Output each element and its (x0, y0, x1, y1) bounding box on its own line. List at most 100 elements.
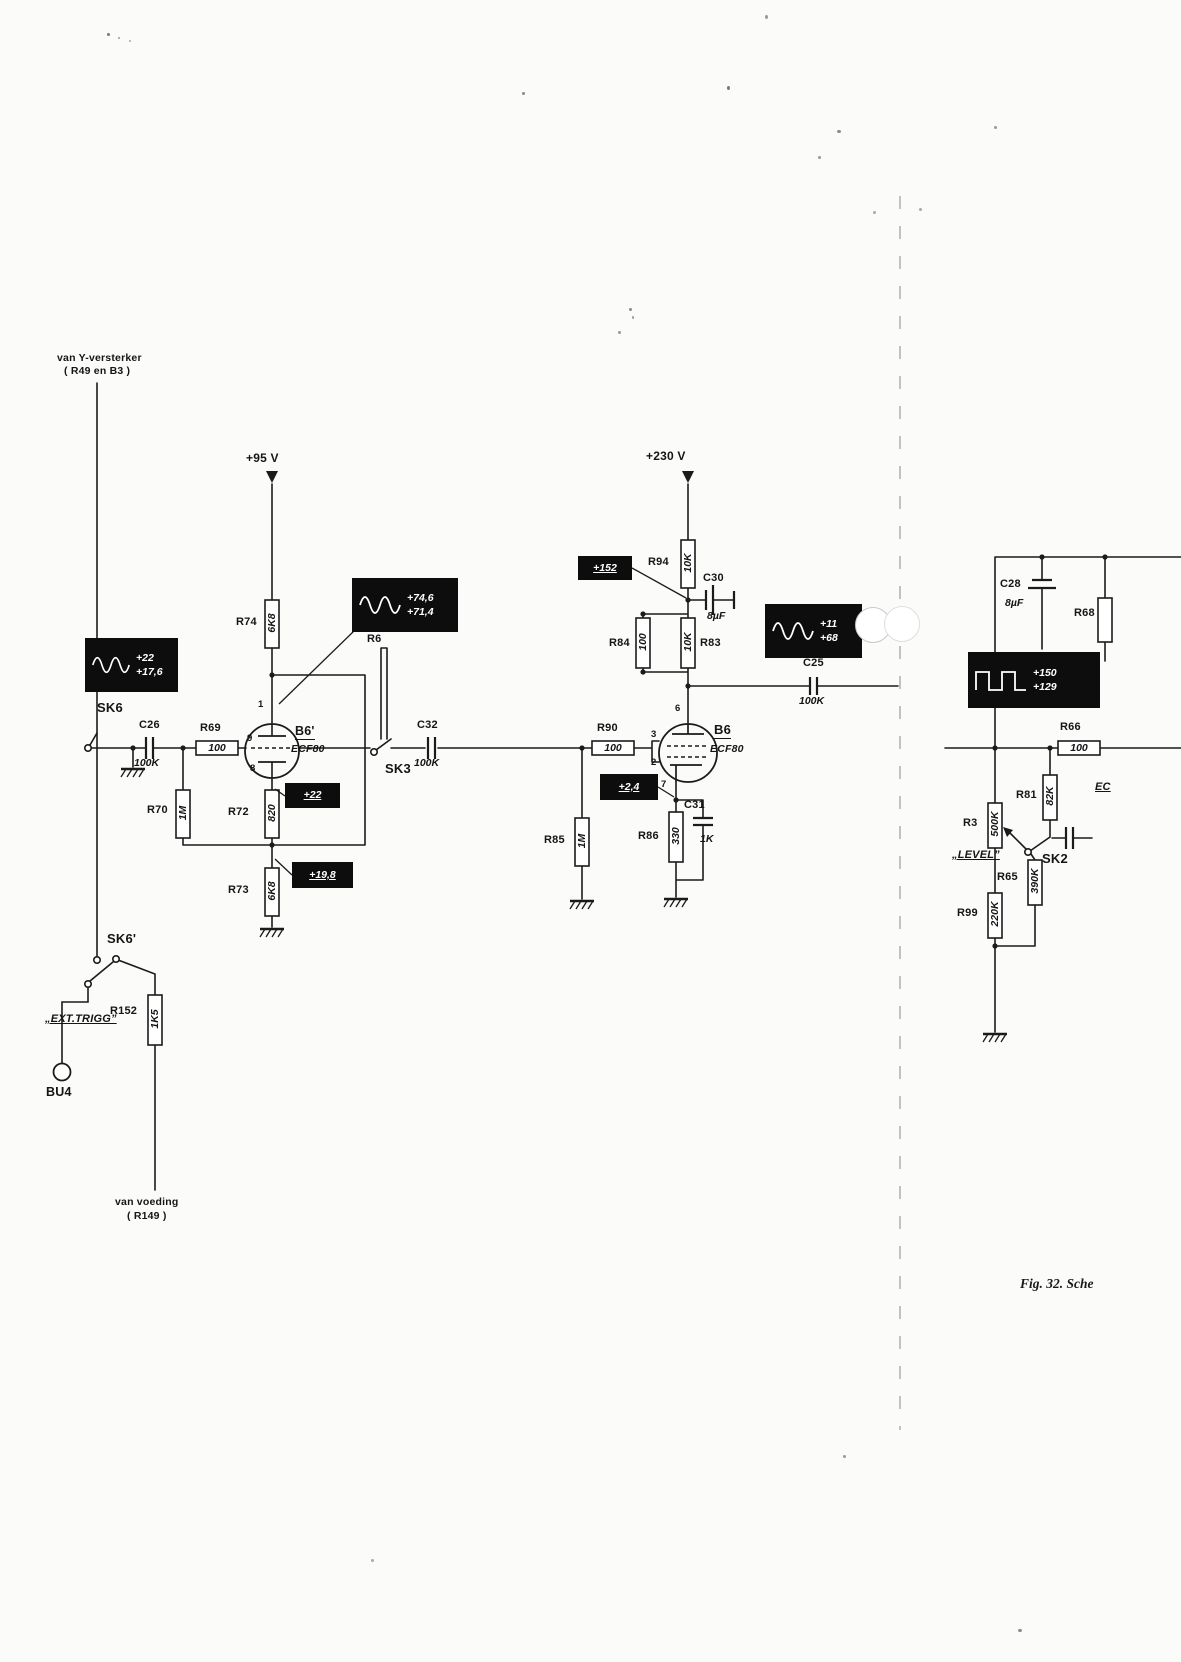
r65-ref: R65 (997, 871, 1018, 883)
wire-b6-cathode-rc (675, 781, 704, 898)
bu4-label: BU4 (46, 1085, 72, 1099)
c30-value: 8µF (707, 610, 726, 622)
capacitor-plates (144, 578, 1075, 849)
scan-speck (371, 1559, 374, 1562)
wire-main-middle (298, 740, 660, 763)
pin-1-label: 1 (258, 699, 264, 710)
c31-value: 1K (700, 833, 714, 845)
r85-ref: R85 (544, 834, 565, 846)
c26-value: 100K (134, 757, 160, 769)
r81-ref: R81 (1016, 789, 1037, 801)
tube-b6-right-grid (667, 745, 709, 758)
sk6p-contact-right (112, 954, 121, 963)
sk6-label: SK6 (97, 700, 123, 715)
resistor-r81 (1042, 774, 1058, 821)
resistor-r84 (635, 617, 651, 669)
square-wave-icon (975, 671, 1026, 691)
c30-capacitor (704, 585, 736, 615)
tube-b6-left-envelope (244, 723, 300, 779)
r85-value: 1M (576, 833, 588, 849)
scan-speck (632, 316, 634, 319)
pin-9-label: 9 (247, 733, 253, 744)
resistor-r73 (264, 867, 280, 917)
c28-value: 8µF (1005, 597, 1024, 609)
sk6-prime-label: SK6' (107, 931, 137, 946)
r84-value: 100 (637, 633, 649, 651)
ground-symbols (120, 767, 1007, 1043)
sk6p-pivot (84, 979, 93, 988)
resistor-r68 (1097, 597, 1113, 643)
waveform-box-anode-sine: +74,6 +71,4 (352, 578, 458, 632)
r65-value: 390K (1029, 868, 1041, 894)
resistor-r66 (1057, 740, 1101, 756)
r3-wiper-arrowhead (1003, 827, 1013, 837)
scan-speck (118, 37, 120, 39)
waveform-bottom-value: +71,4 (407, 605, 434, 618)
switch-terminals (52, 743, 1033, 1082)
c25-capacitor (808, 677, 819, 695)
waveform-top-value: +11 (820, 618, 838, 630)
waveform-top-value: +74,6 (407, 592, 434, 604)
r86-value: 330 (670, 827, 682, 845)
wire-r6-sk3 (375, 647, 392, 751)
r83-value: 10K (682, 632, 694, 652)
r90-ref: R90 (597, 722, 618, 734)
spot-voltage-22: +22 (285, 783, 340, 808)
scan-speck (919, 208, 922, 211)
junction-dots (130, 554, 1108, 949)
supply-arrows (266, 471, 1013, 837)
waveform-bottom-value: +68 (820, 631, 838, 644)
wire-c28-r68 (1041, 556, 1106, 662)
resistor-r94 (680, 539, 696, 589)
scan-speck (837, 130, 841, 133)
spot-voltage-152: +152 (578, 556, 632, 580)
pin-3-label: 3 (651, 729, 657, 740)
waveform-top-value: +150 (1033, 667, 1057, 679)
r3-value: 500K (989, 811, 1001, 837)
sk3-label: SK3 (385, 761, 411, 776)
wires (61, 382, 1181, 1191)
c30-ref: C30 (703, 572, 724, 584)
waveform-values: +11 +68 (820, 619, 838, 643)
wire-r65 (994, 853, 1036, 947)
resistor-bodies (147, 539, 1113, 1046)
sk6p-contact-upper (93, 955, 102, 964)
resistor-r152 (147, 994, 163, 1046)
scan-speck (629, 308, 632, 311)
r73-value: 6K8 (266, 881, 278, 901)
r81-value: 82K (1044, 786, 1056, 806)
sk2-pivot (1024, 847, 1033, 856)
r66-ref: R66 (1060, 721, 1081, 733)
c25-value: 100K (799, 695, 825, 707)
c32-ref: C32 (417, 719, 438, 731)
r74-value: 6K8 (266, 613, 278, 633)
waveform-bottom-value: +129 (1033, 680, 1057, 693)
r3-ref: R3 (963, 817, 978, 829)
r74-ref: R74 (236, 616, 257, 628)
tube-grids (251, 745, 709, 758)
r83-ref: R83 (700, 637, 721, 649)
r84-ref: R84 (609, 637, 630, 649)
sk6-contact (84, 743, 93, 752)
tube-b6-right-type: ECF80 (710, 743, 744, 755)
waveform-values: +74,6 +71,4 (407, 593, 434, 617)
resistor-r90 (591, 740, 635, 756)
tube-b6-left-type: ECF80 (291, 743, 325, 755)
wire-ext-trigger (61, 959, 156, 1191)
supply-230v-arrow (682, 471, 694, 483)
ec-partial-label: EC (1095, 781, 1111, 793)
waveform-bottom-value: +17,6 (136, 665, 163, 678)
r94-ref: R94 (648, 556, 669, 568)
pin-8-label: 8 (250, 763, 256, 774)
sine-wave-icon (772, 622, 814, 640)
scan-speck (107, 33, 110, 36)
r99-value: 220K (989, 901, 1001, 927)
r152-ref: R152 (110, 1005, 138, 1017)
resistor-r86 (668, 811, 684, 863)
scan-speck (129, 40, 131, 42)
tube-b6-left-electrodes (258, 735, 286, 763)
pin-6-label: 6 (675, 703, 681, 714)
tube-b6-left-name: B6' (295, 724, 315, 740)
